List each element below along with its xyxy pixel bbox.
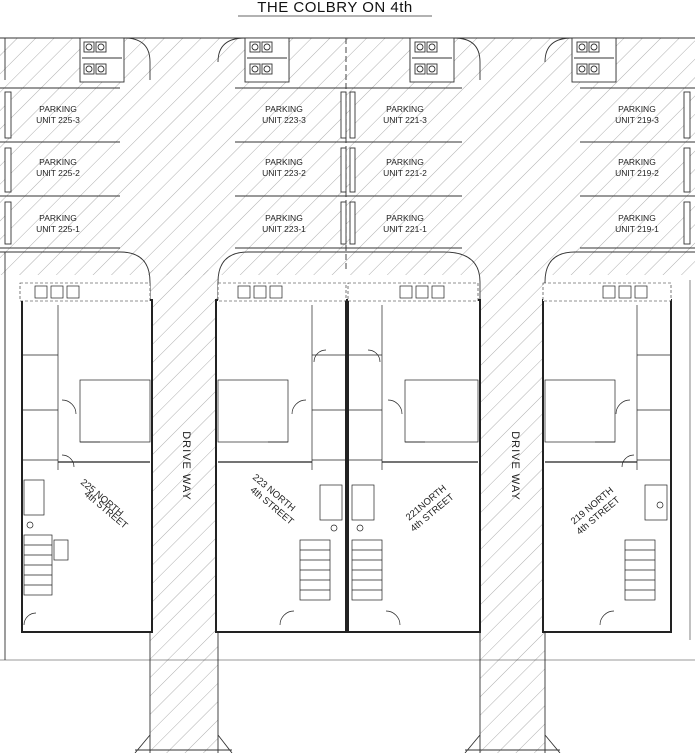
trash-enclosure-4 xyxy=(571,37,617,83)
parking-225-2-unit: UNIT 225-2 xyxy=(36,168,80,178)
building-219: 219 NORTH 4th STREET xyxy=(542,282,672,633)
parking-223-1-unit: UNIT 223-1 xyxy=(262,224,306,234)
parking-225-3-label: PARKING xyxy=(39,104,77,114)
parking-221-1-label: PARKING xyxy=(386,213,424,223)
parking-223-2-unit: UNIT 223-2 xyxy=(262,168,306,178)
driveway-label-left: DRIVE WAY xyxy=(180,431,192,501)
parking-225-2-label: PARKING xyxy=(39,157,77,167)
parking-225-1-label: PARKING xyxy=(39,213,77,223)
trash-enclosure-2 xyxy=(244,37,290,83)
parking-219-2-unit: UNIT 219-2 xyxy=(615,168,659,178)
parking-219-2-label: PARKING xyxy=(618,157,656,167)
parking-219-3-label: PARKING xyxy=(618,104,656,114)
parking-221-3-unit: UNIT 221-3 xyxy=(383,115,427,125)
parking-225-3-unit: UNIT 225-3 xyxy=(36,115,80,125)
building-225: 225 NORTH 4th STREET xyxy=(19,282,153,633)
site-curbs xyxy=(0,251,695,753)
trash-enclosure-1 xyxy=(79,37,125,83)
parking-219-1-label: PARKING xyxy=(618,213,656,223)
parking-223-2-label: PARKING xyxy=(265,157,303,167)
parking-223-3-label: PARKING xyxy=(265,104,303,114)
parking-219-1-unit: UNIT 219-1 xyxy=(615,224,659,234)
plan-title: THE COLBRY ON 4th xyxy=(257,0,413,16)
building-221: 221NORTH 4th STREET xyxy=(347,282,481,633)
parking-stalls xyxy=(0,87,695,249)
parking-225-1-unit: UNIT 225-1 xyxy=(36,224,80,234)
parking-221-2-unit: UNIT 221-2 xyxy=(383,168,427,178)
building-223: 223 NORTH 4th STREET xyxy=(215,282,347,633)
parking-219-3-unit: UNIT 219-3 xyxy=(615,115,659,125)
parking-221-1-unit: UNIT 221-1 xyxy=(383,224,427,234)
trash-enclosure-3 xyxy=(409,37,455,83)
buildings: 225 NORTH 4th STREET xyxy=(19,282,672,633)
parking-labels: PARKING UNIT 225-3 PARKING UNIT 225-2 PA… xyxy=(36,104,659,234)
trash-enclosures xyxy=(79,37,617,83)
parking-221-2-label: PARKING xyxy=(386,157,424,167)
driveway-label-right: DRIVE WAY xyxy=(509,431,521,501)
parking-223-1-label: PARKING xyxy=(265,213,303,223)
parking-223-3-unit: UNIT 223-3 xyxy=(262,115,306,125)
parking-221-3-label: PARKING xyxy=(386,104,424,114)
